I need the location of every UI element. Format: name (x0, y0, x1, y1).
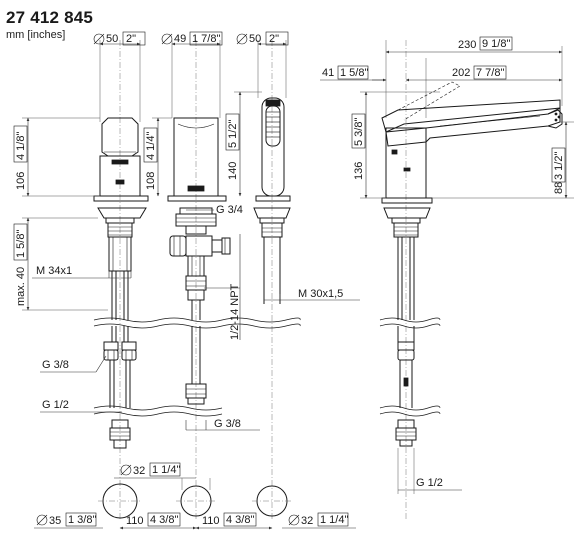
callout-m30: M 30x1,5 (264, 288, 360, 301)
callout-g12-right: G 1/2 (398, 477, 462, 491)
dim-len-230-value: 230 (458, 39, 476, 51)
dim-height-106: 106 4 1/8" (13, 117, 100, 197)
side-view-right (381, 40, 563, 520)
dim-height-140: 140 5 1/2" (225, 91, 262, 197)
dim-dist-110-a-inch: 4 3/8" (150, 514, 178, 526)
dim-dia-50-right: 50 2" (236, 31, 289, 46)
callout-g38-mid-text: G 3/8 (214, 418, 241, 430)
dim-len-202: 202 7 7/8" (405, 65, 563, 82)
dim-height-136: 136 5 3/8" (351, 91, 440, 199)
callout-g12-right-text: G 1/2 (416, 477, 443, 489)
dim-height-140-inch: 5 1/2" (227, 120, 239, 148)
dim-dia-35: 35 1 3/8" (34, 512, 103, 529)
dim-dia-50-left-value: 50 (106, 33, 118, 45)
dim-dia-50-left: 50 2" (93, 31, 146, 46)
dim-dist-110-b-inch: 4 3/8" (226, 514, 254, 526)
dim-dia-49-value: 49 (174, 33, 186, 45)
dim-len-41: 41 1 5/8" (320, 65, 387, 82)
dim-height-88-value: 88 (553, 182, 565, 194)
callout-g34: G 3/4 (186, 204, 243, 216)
dim-dia-32-top: 32 1 1/4" (114, 462, 211, 490)
spout-front-view (252, 40, 292, 520)
product-number: 27 412 845 (6, 8, 94, 27)
dim-dia-32-top-value: 32 (133, 465, 145, 477)
break-lines (93, 317, 441, 417)
dim-height-108-value: 108 (145, 172, 157, 190)
dim-height-88-inch: 3 1/2" (553, 152, 565, 180)
callout-npt: 1/2-14 NPT (204, 234, 241, 340)
dim-dist-110-a: 110 4 3/8" (119, 512, 197, 530)
dim-dia-50-right-value: 50 (249, 33, 261, 45)
callout-g12-left-text: G 1/2 (42, 399, 69, 411)
sensor-body-middle (167, 40, 231, 520)
callout-g38-left: G 3/8 (40, 355, 107, 373)
callout-g38-mid: G 3/8 (185, 418, 260, 431)
dim-max-40-value: max. 40 (15, 267, 27, 306)
dim-len-230-inch: 9 1/8" (482, 38, 510, 50)
dim-dia-50-right-inch: 2" (269, 33, 279, 45)
callout-npt-text: 1/2-14 NPT (229, 283, 241, 340)
dim-dia-32-bot: 32 1 1/4" (282, 512, 356, 529)
dim-len-202-inch: 7 7/8" (476, 67, 504, 79)
dim-dia-35-inch: 1 3/8" (68, 514, 96, 526)
dim-dia-49-inch: 1 7/8" (192, 33, 220, 45)
dim-max-40: max. 40 1 5/8" (13, 217, 108, 311)
valve-body-left (93, 40, 149, 520)
dim-height-88: 88 3 1/2" (432, 121, 574, 199)
dim-dist-110-b-value: 110 (202, 515, 220, 527)
dim-dia-32-bot-value: 32 (301, 515, 313, 527)
dim-dia-50-left-inch: 2" (126, 33, 136, 45)
dim-dia-32-top-inch: 1 1/4" (152, 464, 180, 476)
dim-height-136-inch: 5 3/8" (353, 118, 365, 146)
dim-height-108-inch: 4 1/4" (145, 132, 157, 160)
dim-dist-110-b: 110 4 3/8" (195, 512, 273, 530)
dim-dia-32-bot-inch: 1 1/4" (320, 514, 348, 526)
dim-height-108: 108 4 1/4" (143, 117, 172, 197)
units-note: mm [inches] (6, 29, 66, 41)
dim-height-140-value: 140 (227, 162, 239, 180)
callout-g34-text: G 3/4 (216, 204, 243, 216)
dim-max-40-inch: 1 5/8" (15, 230, 27, 258)
dim-height-136-value: 136 (353, 162, 365, 180)
callout-m30-text: M 30x1,5 (298, 288, 343, 300)
dim-len-41-value: 41 (322, 67, 334, 79)
dim-len-202-value: 202 (452, 67, 470, 79)
dim-dist-110-a-value: 110 (126, 515, 144, 527)
callout-m34-text: M 34x1 (36, 265, 72, 277)
dim-height-106-inch: 4 1/8" (15, 132, 27, 160)
dim-height-106-value: 106 (15, 172, 27, 190)
callout-g38-left-text: G 3/8 (42, 359, 69, 371)
callout-g12-left: G 1/2 (40, 399, 122, 413)
callout-m34: M 34x1 (32, 265, 132, 279)
dim-len-230: 230 9 1/8" (385, 36, 563, 106)
dim-dia-35-value: 35 (49, 515, 61, 527)
dim-dia-49: 49 1 7/8" (161, 31, 223, 46)
dim-len-41-inch: 1 5/8" (340, 67, 368, 79)
